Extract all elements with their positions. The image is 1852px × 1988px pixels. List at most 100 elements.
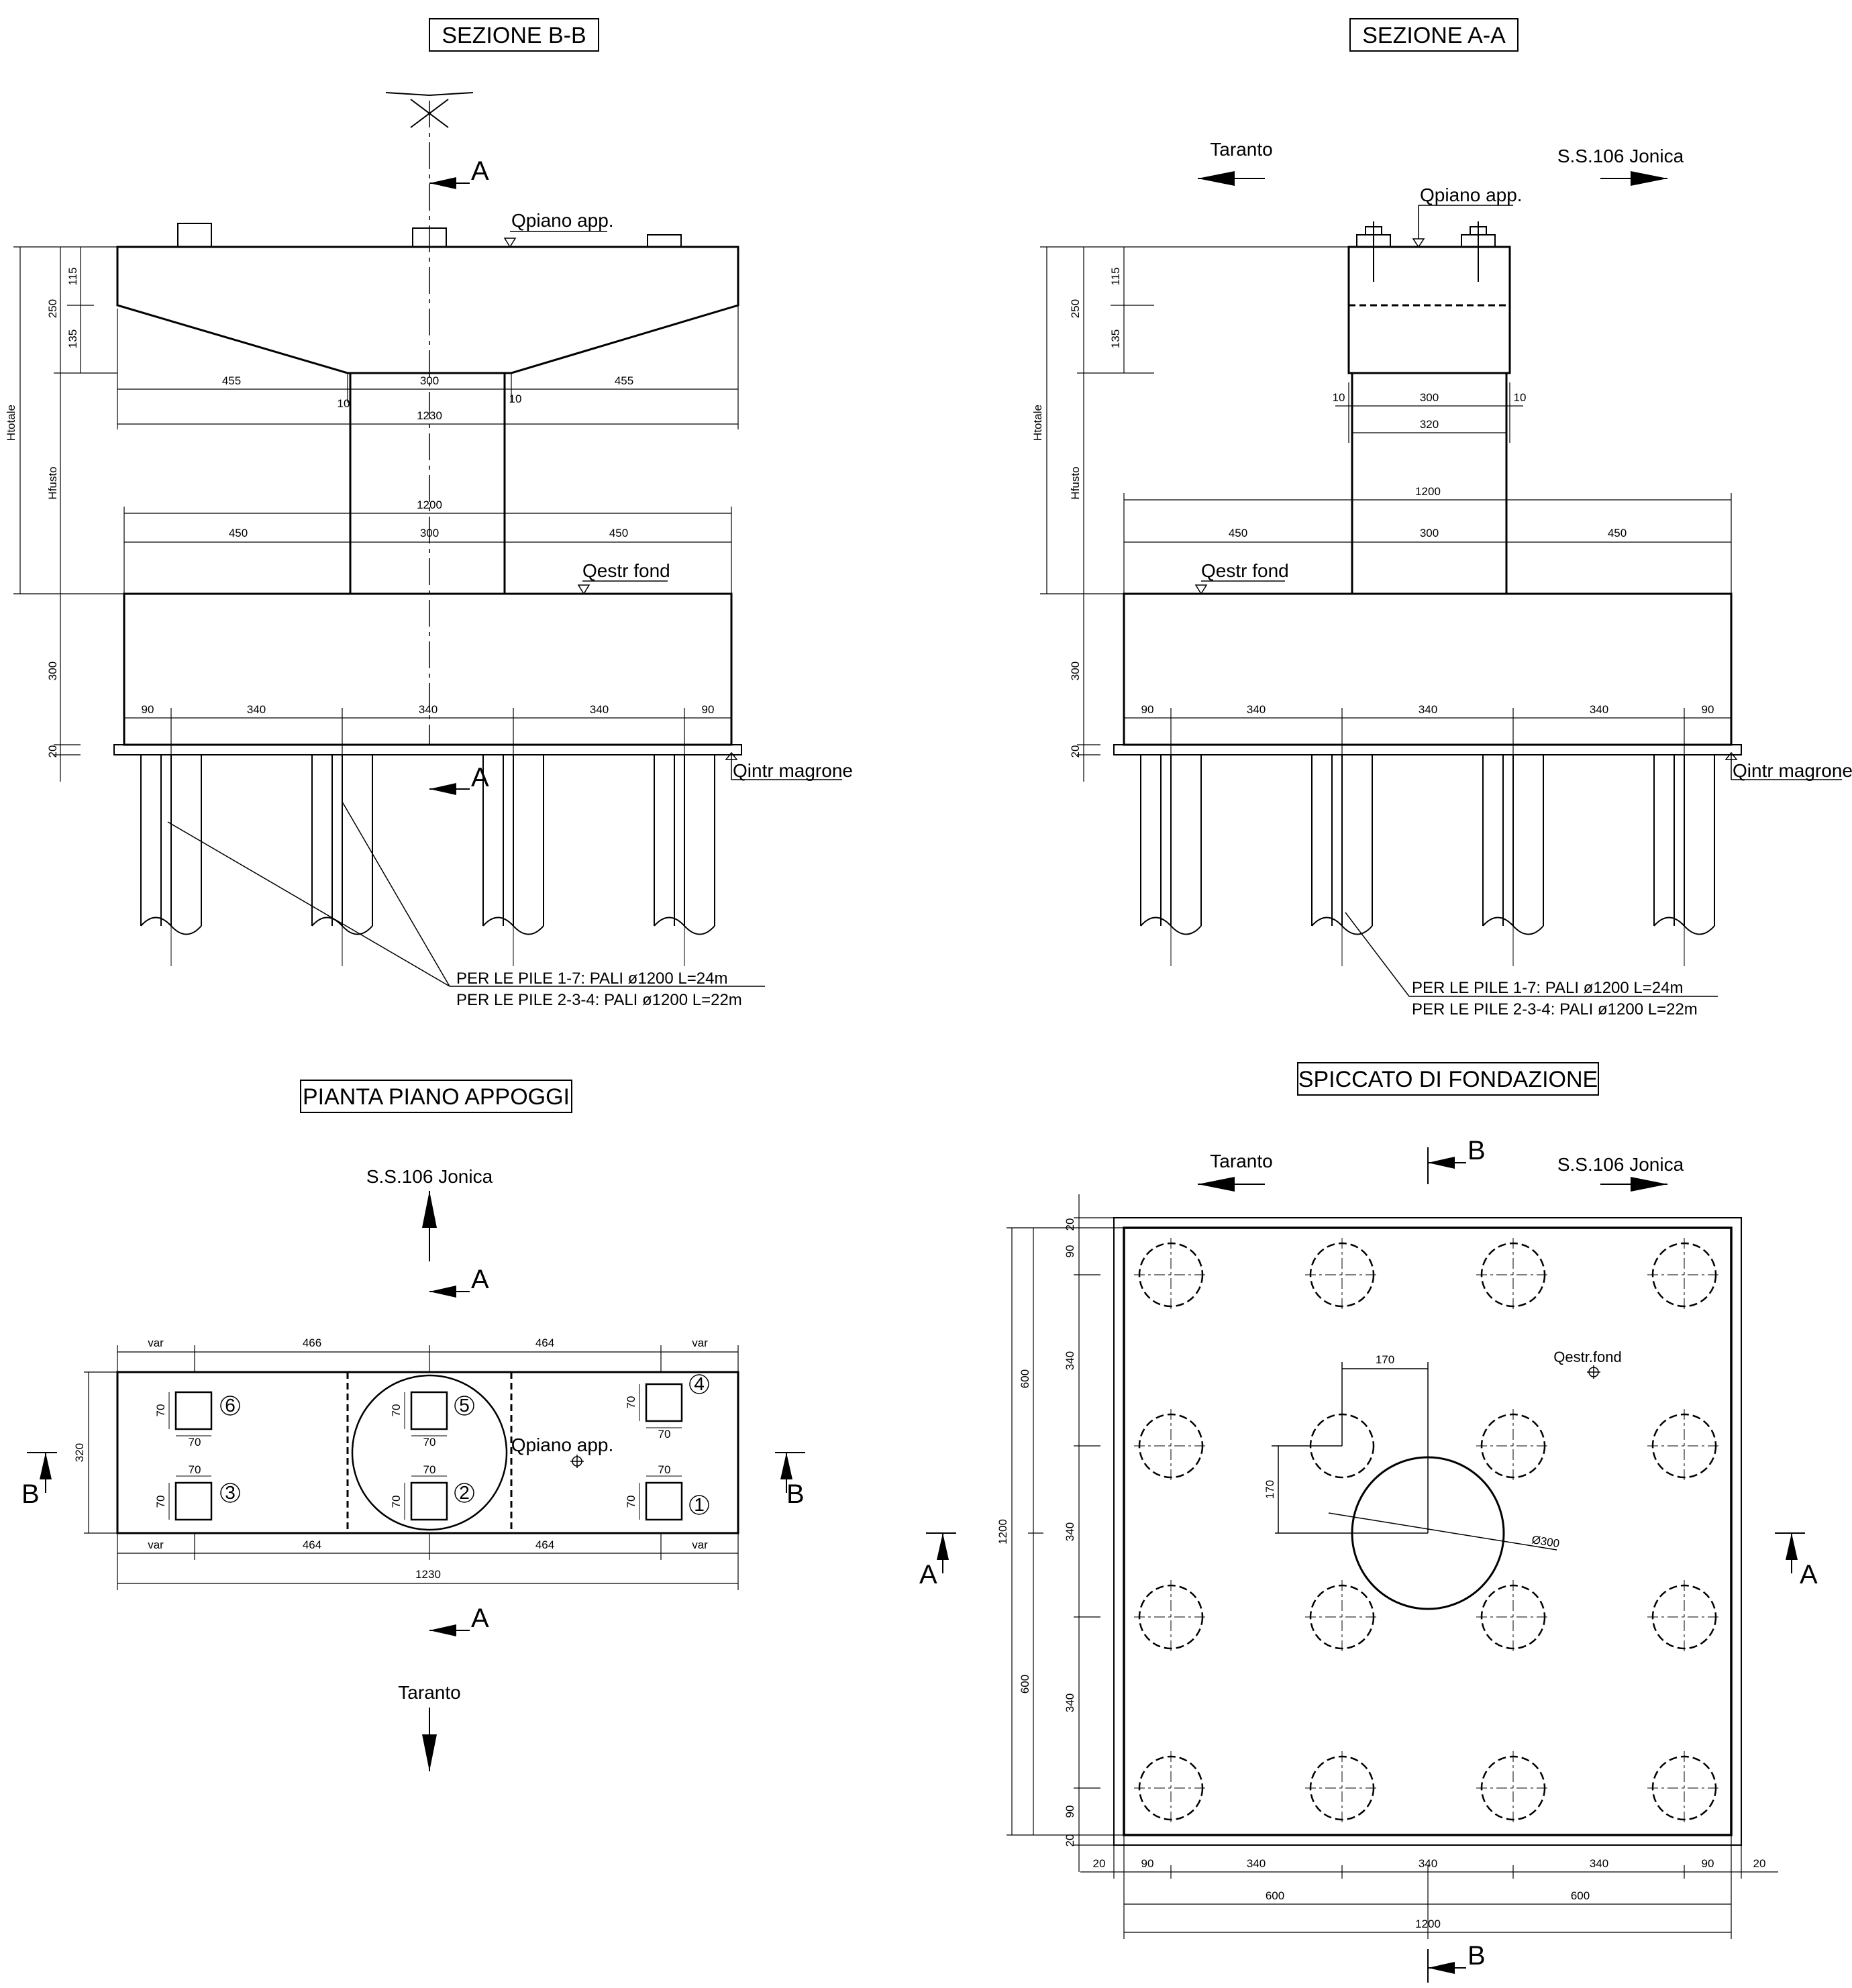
svg-text:20: 20 <box>1069 745 1082 758</box>
svg-text:70: 70 <box>625 1396 637 1409</box>
svg-text:10: 10 <box>1333 391 1345 404</box>
svg-text:1200: 1200 <box>417 499 442 511</box>
svg-text:4: 4 <box>694 1373 705 1394</box>
svg-text:70: 70 <box>658 1428 671 1441</box>
svg-text:10: 10 <box>509 393 522 405</box>
svg-text:600: 600 <box>1266 1889 1284 1902</box>
footing <box>123 592 733 746</box>
svg-text:70: 70 <box>154 1404 167 1417</box>
svg-text:Ø300: Ø300 <box>1531 1533 1560 1550</box>
svg-text:300: 300 <box>420 527 439 539</box>
svg-text:20: 20 <box>1753 1857 1766 1870</box>
svg-text:B: B <box>1468 1136 1486 1165</box>
svg-text:Hfusto: Hfusto <box>46 466 59 499</box>
cap-plan <box>116 1371 739 1534</box>
piles-bb <box>140 755 715 966</box>
svg-text:var: var <box>148 1538 164 1551</box>
svg-text:250: 250 <box>1069 299 1082 318</box>
svg-text:SEZIONE A-A: SEZIONE A-A <box>1362 23 1506 48</box>
svg-text:340: 340 <box>1419 703 1437 716</box>
svg-text:Qestr.fond: Qestr.fond <box>1553 1349 1622 1365</box>
svg-text:70: 70 <box>658 1463 671 1476</box>
qpiano-label: Qpiano app. <box>511 210 614 231</box>
bearing-block <box>647 234 682 248</box>
plan-foundation: Taranto S.S.106 Jonica B <box>919 1136 1818 1983</box>
svg-text:135: 135 <box>1109 329 1122 348</box>
dimensions-aa <box>1040 246 1732 782</box>
svg-text:340: 340 <box>1064 1351 1076 1370</box>
svg-text:3: 3 <box>225 1482 236 1503</box>
svg-text:340: 340 <box>1247 1857 1266 1870</box>
arrow-taranto <box>1198 171 1235 186</box>
svg-text:70: 70 <box>390 1404 403 1417</box>
svg-text:Htotale: Htotale <box>1031 405 1044 441</box>
svg-text:1200: 1200 <box>996 1519 1009 1545</box>
column-outline <box>351 1374 508 1531</box>
lean-concrete <box>113 744 742 755</box>
svg-text:1230: 1230 <box>417 409 442 422</box>
svg-text:300: 300 <box>1069 662 1082 680</box>
svg-text:115: 115 <box>1109 267 1122 285</box>
svg-text:1200: 1200 <box>1415 1918 1441 1930</box>
svg-text:90: 90 <box>702 703 715 716</box>
piles-aa <box>1140 755 1715 966</box>
label-taranto: Taranto <box>1210 139 1272 160</box>
svg-text:600: 600 <box>1019 1675 1031 1693</box>
svg-text:340: 340 <box>1419 1857 1437 1870</box>
svg-text:115: 115 <box>66 267 79 285</box>
svg-text:Htotale: Htotale <box>5 405 17 441</box>
svg-text:170: 170 <box>1376 1353 1394 1366</box>
svg-text:10: 10 <box>338 397 350 410</box>
footing-outline <box>1123 1226 1733 1836</box>
svg-text:340: 340 <box>1590 1857 1608 1870</box>
svg-text:70: 70 <box>189 1463 201 1476</box>
svg-text:464: 464 <box>303 1538 321 1551</box>
svg-text:20: 20 <box>1093 1857 1106 1870</box>
svg-text:20: 20 <box>1064 1218 1076 1231</box>
section-mark-b-right: B <box>786 1479 805 1509</box>
svg-text:170: 170 <box>1264 1480 1276 1499</box>
svg-text:10: 10 <box>1514 391 1527 404</box>
section-mark-b-left: B <box>21 1479 40 1509</box>
bearing-block <box>177 223 212 248</box>
axis-marker <box>385 92 474 128</box>
svg-text:Taranto: Taranto <box>1210 1151 1272 1171</box>
label-ss106: S.S.106 Jonica <box>1557 146 1684 166</box>
svg-text:90: 90 <box>1064 1245 1076 1258</box>
svg-text:1200: 1200 <box>1415 485 1441 498</box>
title-spiccato-di-fondazione: SPICCATO DI FONDAZIONE <box>1297 1062 1599 1096</box>
bearing-pads <box>174 1383 683 1521</box>
pier-cap <box>116 246 739 374</box>
svg-text:340: 340 <box>247 703 266 716</box>
dimensions-bb-horizontal <box>117 305 739 755</box>
svg-text:70: 70 <box>189 1436 201 1449</box>
title-sezione-bb: SEZIONE B-B <box>429 18 599 52</box>
svg-text:70: 70 <box>423 1436 436 1449</box>
svg-text:SEZIONE B-B: SEZIONE B-B <box>442 23 586 48</box>
plan-bearings: S.S.106 Jonica A var 466 464 var <box>21 1166 805 1771</box>
svg-text:340: 340 <box>1064 1693 1076 1712</box>
svg-text:S.S.106 Jonica: S.S.106 Jonica <box>366 1166 493 1187</box>
pile-note-2: PER LE PILE 2-3-4: PALI ø1200 L=22m <box>456 991 742 1009</box>
svg-text:Hfusto: Hfusto <box>1069 466 1082 499</box>
svg-text:A: A <box>471 1604 489 1633</box>
svg-text:300: 300 <box>1420 527 1439 539</box>
svg-text:250: 250 <box>46 299 59 318</box>
svg-text:SPICCATO DI FONDAZIONE: SPICCATO DI FONDAZIONE <box>1298 1067 1598 1092</box>
svg-text:PER LE PILE 2-3-4: PALI ø1200: PER LE PILE 2-3-4: PALI ø1200 L=22m <box>1412 1000 1698 1018</box>
svg-text:450: 450 <box>609 527 628 539</box>
svg-text:20: 20 <box>46 745 59 758</box>
bearing-block <box>412 227 447 248</box>
section-mark-a-top: A <box>471 156 489 186</box>
svg-text:var: var <box>692 1538 708 1551</box>
lean-concrete-outline <box>1113 1217 1742 1846</box>
arrow-ss106 <box>1631 171 1667 186</box>
svg-text:Taranto: Taranto <box>398 1682 460 1703</box>
svg-text:464: 464 <box>535 1538 554 1551</box>
svg-text:20: 20 <box>1064 1834 1076 1847</box>
qestr-label: Qestr fond <box>582 560 670 581</box>
svg-text:300: 300 <box>420 374 439 387</box>
svg-text:340: 340 <box>1590 703 1608 716</box>
section-bb: A A Qpiano app. Qestr fond Qintr magrone <box>5 92 853 1009</box>
